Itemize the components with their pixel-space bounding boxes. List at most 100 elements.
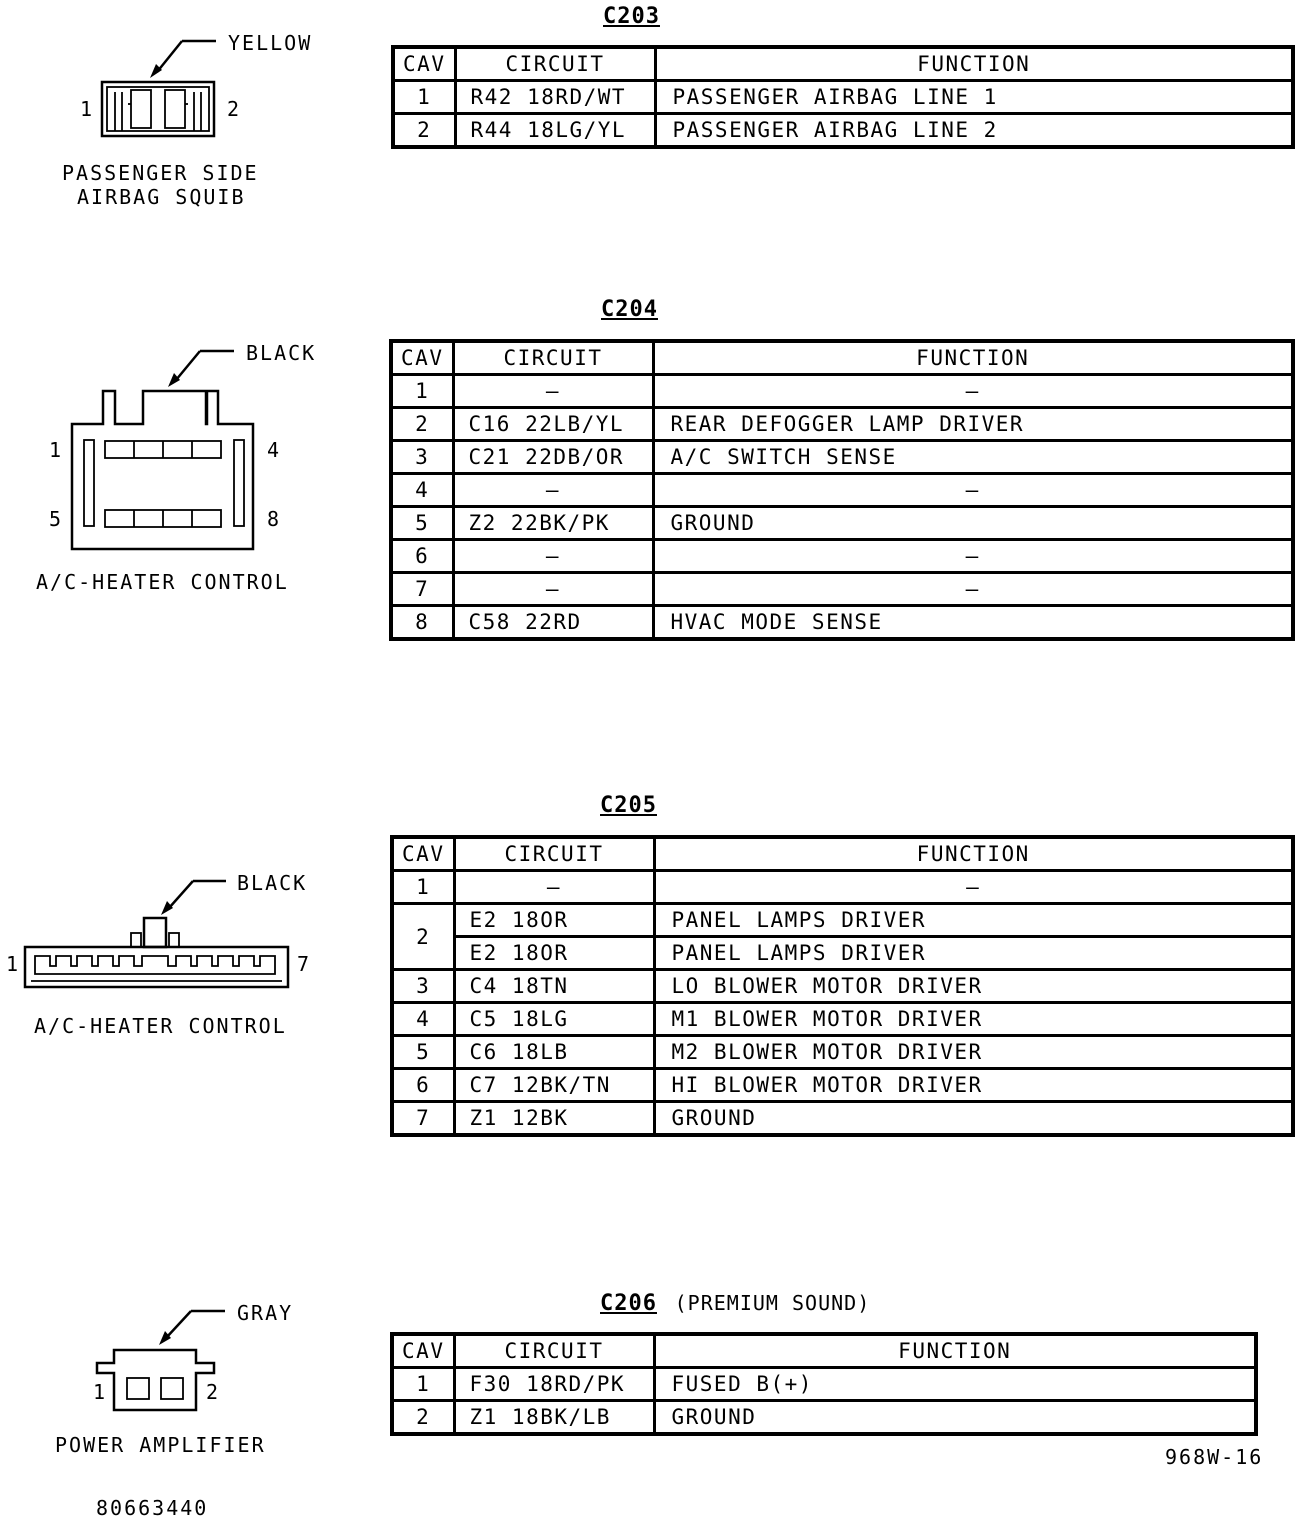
c203-color-label: YELLOW	[228, 31, 313, 55]
cav-cell: 4	[389, 472, 455, 508]
c206-connector-icon	[95, 1309, 225, 1412]
circuit-cell: R42 18RD/WT	[453, 79, 657, 115]
function-cell: PASSENGER AIRBAG LINE 2	[653, 112, 1295, 149]
cav-cell: 1	[391, 79, 457, 115]
circuit-cell: Z2 22BK/PK	[451, 505, 655, 541]
circuit-cell: –	[451, 538, 655, 574]
table-row: 7 Z1 12BK GROUND	[390, 1100, 1295, 1137]
function-cell: LO BLOWER MOTOR DRIVER	[652, 968, 1295, 1004]
header-circuit: CIRCUIT	[452, 1332, 656, 1369]
table-row: 4 C5 18LG M1 BLOWER MOTOR DRIVER	[390, 1001, 1295, 1037]
figure-id: 968W-16	[1165, 1445, 1264, 1469]
circuit-cell: C21 22DB/OR	[451, 439, 655, 475]
table-row: 2 Z1 18BK/LB GROUND	[390, 1399, 1258, 1436]
cav-cell: 2	[390, 902, 456, 971]
c203-pin-left: 1	[80, 97, 93, 121]
c205-title: C205	[600, 793, 657, 818]
function-cell: GROUND	[652, 1100, 1295, 1137]
circuit-cell: E2 18OR	[452, 935, 656, 971]
table-row: 2 R44 18LG/YL PASSENGER AIRBAG LINE 2	[391, 112, 1295, 149]
c203-title: C203	[603, 4, 660, 29]
c206-color-label: GRAY	[237, 1301, 294, 1325]
c203-name-line1: PASSENGER SIDE	[62, 161, 259, 185]
header-cav: CAV	[390, 1332, 456, 1369]
header-function: FUNCTION	[652, 835, 1295, 872]
c205-pin-left: 1	[6, 952, 19, 976]
circuit-cell: –	[451, 571, 655, 607]
c205-pin-right: 7	[297, 952, 310, 976]
table-row: E2 18OR PANEL LAMPS DRIVER	[392, 935, 1295, 971]
function-cell: GROUND	[652, 1399, 1258, 1436]
circuit-cell: E2 18OR	[452, 902, 656, 938]
cav-cell: 7	[390, 1100, 456, 1137]
table-header-row: CAV CIRCUIT FUNCTION	[389, 339, 1295, 376]
function-cell: M2 BLOWER MOTOR DRIVER	[652, 1034, 1295, 1070]
table-row: 1 – –	[389, 373, 1295, 409]
function-cell: GROUND	[651, 505, 1295, 541]
table-row: 2 E2 18OR PANEL LAMPS DRIVER	[390, 902, 1295, 971]
circuit-cell: C7 12BK/TN	[452, 1067, 656, 1103]
header-cav: CAV	[389, 339, 455, 376]
c204-pin-5: 5	[49, 507, 62, 531]
cav-cell: 8	[389, 604, 455, 641]
table-row: 1 F30 18RD/PK FUSED B(+)	[390, 1366, 1258, 1402]
cav-cell: 2	[389, 406, 455, 442]
header-cav: CAV	[391, 45, 457, 82]
part-number: 80663440	[96, 1496, 209, 1520]
table-row: 7 – –	[389, 571, 1295, 607]
circuit-cell: C58 22RD	[451, 604, 655, 641]
header-function: FUNCTION	[652, 1332, 1258, 1369]
header-circuit: CIRCUIT	[452, 835, 656, 872]
c204-pin-4: 4	[267, 438, 280, 462]
function-cell: HVAC MODE SENSE	[651, 604, 1295, 641]
circuit-cell: C4 18TN	[452, 968, 656, 1004]
function-cell: HI BLOWER MOTOR DRIVER	[652, 1067, 1295, 1103]
table-row: 6 C7 12BK/TN HI BLOWER MOTOR DRIVER	[390, 1067, 1295, 1103]
table-row: 5 Z2 22BK/PK GROUND	[389, 505, 1295, 541]
header-circuit: CIRCUIT	[453, 45, 657, 82]
table-row: 1 – –	[390, 869, 1295, 905]
c205-connector-icon	[23, 879, 290, 989]
function-cell: REAR DEFOGGER LAMP DRIVER	[651, 406, 1295, 442]
c206-table: CAV CIRCUIT FUNCTION 1 F30 18RD/PK FUSED…	[390, 1332, 1258, 1436]
cav-cell: 6	[390, 1067, 456, 1103]
function-cell: –	[651, 571, 1295, 607]
table-row: 1 R42 18RD/WT PASSENGER AIRBAG LINE 1	[391, 79, 1295, 115]
cav-cell: 3	[389, 439, 455, 475]
circuit-cell: –	[451, 373, 655, 409]
c205-table: CAV CIRCUIT FUNCTION 1 – – 2 E2 18OR PAN…	[390, 835, 1295, 1137]
header-circuit: CIRCUIT	[451, 339, 655, 376]
table-row: 2 C16 22LB/YL REAR DEFOGGER LAMP DRIVER	[389, 406, 1295, 442]
c205-name-label: A/C-HEATER CONTROL	[34, 1014, 287, 1038]
function-cell: A/C SWITCH SENSE	[651, 439, 1295, 475]
cav-cell: 5	[389, 505, 455, 541]
function-cell: PANEL LAMPS DRIVER	[652, 902, 1295, 938]
function-cell: M1 BLOWER MOTOR DRIVER	[652, 1001, 1295, 1037]
circuit-cell: C6 18LB	[452, 1034, 656, 1070]
circuit-cell: Z1 12BK	[452, 1100, 656, 1137]
table-row: 3 C4 18TN LO BLOWER MOTOR DRIVER	[390, 968, 1295, 1004]
function-cell: –	[651, 373, 1295, 409]
c206-note: (PREMIUM SOUND)	[674, 1291, 871, 1315]
c205-color-label: BLACK	[237, 871, 308, 895]
table-row: 3 C21 22DB/OR A/C SWITCH SENSE	[389, 439, 1295, 475]
c206-name-label: POWER AMPLIFIER	[55, 1433, 266, 1457]
c204-color-label: BLACK	[246, 341, 317, 365]
cav-cell: 5	[390, 1034, 456, 1070]
cav-cell: 2	[391, 112, 457, 149]
circuit-cell: Z1 18BK/LB	[452, 1399, 656, 1436]
c204-title: C204	[601, 297, 658, 322]
cav-cell: 3	[390, 968, 456, 1004]
table-row: 5 C6 18LB M2 BLOWER MOTOR DRIVER	[390, 1034, 1295, 1070]
c204-name-label: A/C-HEATER CONTROL	[36, 570, 289, 594]
c204-table: CAV CIRCUIT FUNCTION 1 – – 2 C16 22LB/YL…	[389, 339, 1295, 641]
circuit-cell: C5 18LG	[452, 1001, 656, 1037]
table-header-row: CAV CIRCUIT FUNCTION	[390, 835, 1295, 872]
circuit-cell: F30 18RD/PK	[452, 1366, 656, 1402]
cav-cell: 1	[390, 869, 456, 905]
function-cell: PASSENGER AIRBAG LINE 1	[653, 79, 1295, 115]
c206-pin-left: 1	[93, 1380, 106, 1404]
c203-table: CAV CIRCUIT FUNCTION 1 R42 18RD/WT PASSE…	[391, 45, 1295, 149]
c203-pin-right: 2	[227, 97, 240, 121]
c206-pin-right: 2	[206, 1380, 219, 1404]
